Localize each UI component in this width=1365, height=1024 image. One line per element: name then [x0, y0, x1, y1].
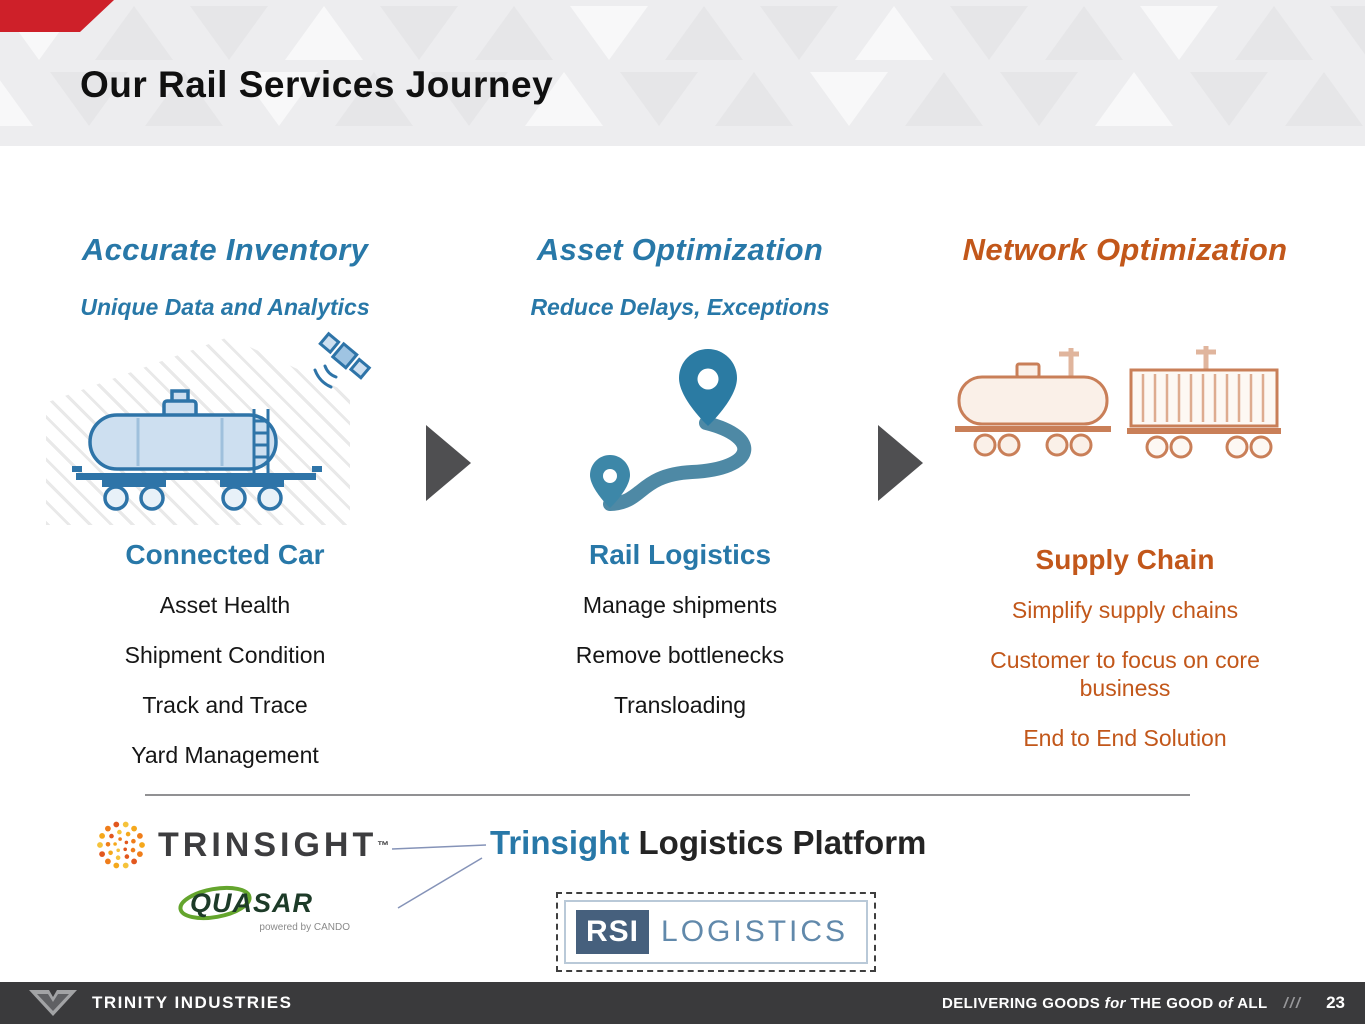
satellite-icon — [313, 331, 372, 389]
trinsight-logo: TRINSIGHT™ — [94, 818, 389, 872]
supply-chain-illustration — [925, 346, 1325, 536]
footer-tagline: DELIVERING GOODS for THE GOOD of ALL — [942, 994, 1268, 1012]
flow-arrow-icon — [878, 425, 923, 501]
column-item-list: Simplify supply chains Customer to focus… — [960, 596, 1290, 752]
list-item: Manage shipments — [582, 592, 778, 618]
list-item: Yard Management — [131, 742, 319, 768]
column-asset-optimization: Asset Optimization Reduce Delays, Except… — [470, 232, 890, 741]
column-item-list: Asset Health Shipment Condition Track an… — [40, 591, 410, 769]
rsi-wordmark: LOGISTICS — [661, 915, 849, 948]
page-title: Our Rail Services Journey — [80, 64, 554, 105]
list-item: Asset Health — [159, 592, 291, 618]
column-label: Connected Car — [125, 539, 325, 570]
connected-car-illustration — [40, 331, 410, 531]
quasar-tagline: powered by CANDO — [259, 922, 350, 933]
column-subtitle: Reduce Delays, Exceptions — [530, 294, 830, 320]
trinity-logo-icon — [29, 990, 77, 1016]
header-band — [0, 0, 1365, 146]
list-item: Customer to focus on core business — [990, 647, 1260, 701]
flow-arrow-icon — [426, 425, 471, 501]
column-heading: Accurate Inventory — [81, 232, 369, 267]
footer-bar: TRINITY INDUSTRIES DELIVERING GOODS for … — [0, 982, 1365, 1024]
list-item: Simplify supply chains — [1011, 597, 1239, 623]
column-item-list: Manage shipments Remove bottlenecks Tran… — [470, 591, 890, 719]
column-label: Rail Logistics — [588, 539, 772, 570]
rsi-logistics-logo: RSI LOGISTICS — [556, 892, 877, 972]
footer-right-group: DELIVERING GOODS for THE GOOD of ALL ///… — [942, 993, 1345, 1013]
platform-title: Trinsight Logistics Platform — [490, 824, 926, 862]
triangle-pattern-decoration — [0, 6, 1365, 126]
rsi-abbr-badge: RSI — [576, 910, 650, 954]
list-item: End to End Solution — [1023, 725, 1227, 751]
quasar-logo: QUASAR powered by CANDO — [178, 885, 350, 933]
column-network-optimization: Network Optimization — [925, 232, 1325, 774]
rail-logistics-illustration — [470, 335, 890, 531]
list-item: Remove bottlenecks — [575, 642, 785, 668]
column-subtitle: Unique Data and Analytics — [80, 294, 370, 320]
column-heading: Asset Optimization — [536, 232, 824, 267]
trinsight-dots-icon — [97, 821, 145, 869]
quasar-wordmark: QUASAR — [190, 888, 314, 918]
footer-slashes-decoration: /// — [1283, 994, 1303, 1012]
separator-line — [145, 794, 1190, 796]
column-label: Supply Chain — [1035, 544, 1215, 575]
page-number: 23 — [1326, 993, 1345, 1012]
platform-title-accent: Trinsight — [490, 824, 630, 861]
column-accurate-inventory: Accurate Inventory Unique Data and Analy… — [40, 232, 410, 791]
red-corner-accent — [0, 0, 114, 32]
column-heading: Network Optimization — [962, 232, 1288, 267]
platform-title-rest: Logistics Platform — [629, 824, 927, 861]
list-item: Track and Trace — [142, 692, 308, 718]
list-item: Transloading — [613, 692, 747, 718]
footer-company-name: TRINITY INDUSTRIES — [92, 993, 293, 1012]
trademark-symbol: ™ — [377, 838, 390, 853]
trinsight-wordmark: TRINSIGHT — [158, 825, 378, 864]
tank-car-icon — [72, 389, 322, 511]
tank-car-and-boxcar-icon — [955, 346, 1281, 459]
route-map-pins-icon — [590, 349, 752, 511]
list-item: Shipment Condition — [124, 642, 326, 668]
quasar-swoosh-icon — [178, 885, 252, 921]
